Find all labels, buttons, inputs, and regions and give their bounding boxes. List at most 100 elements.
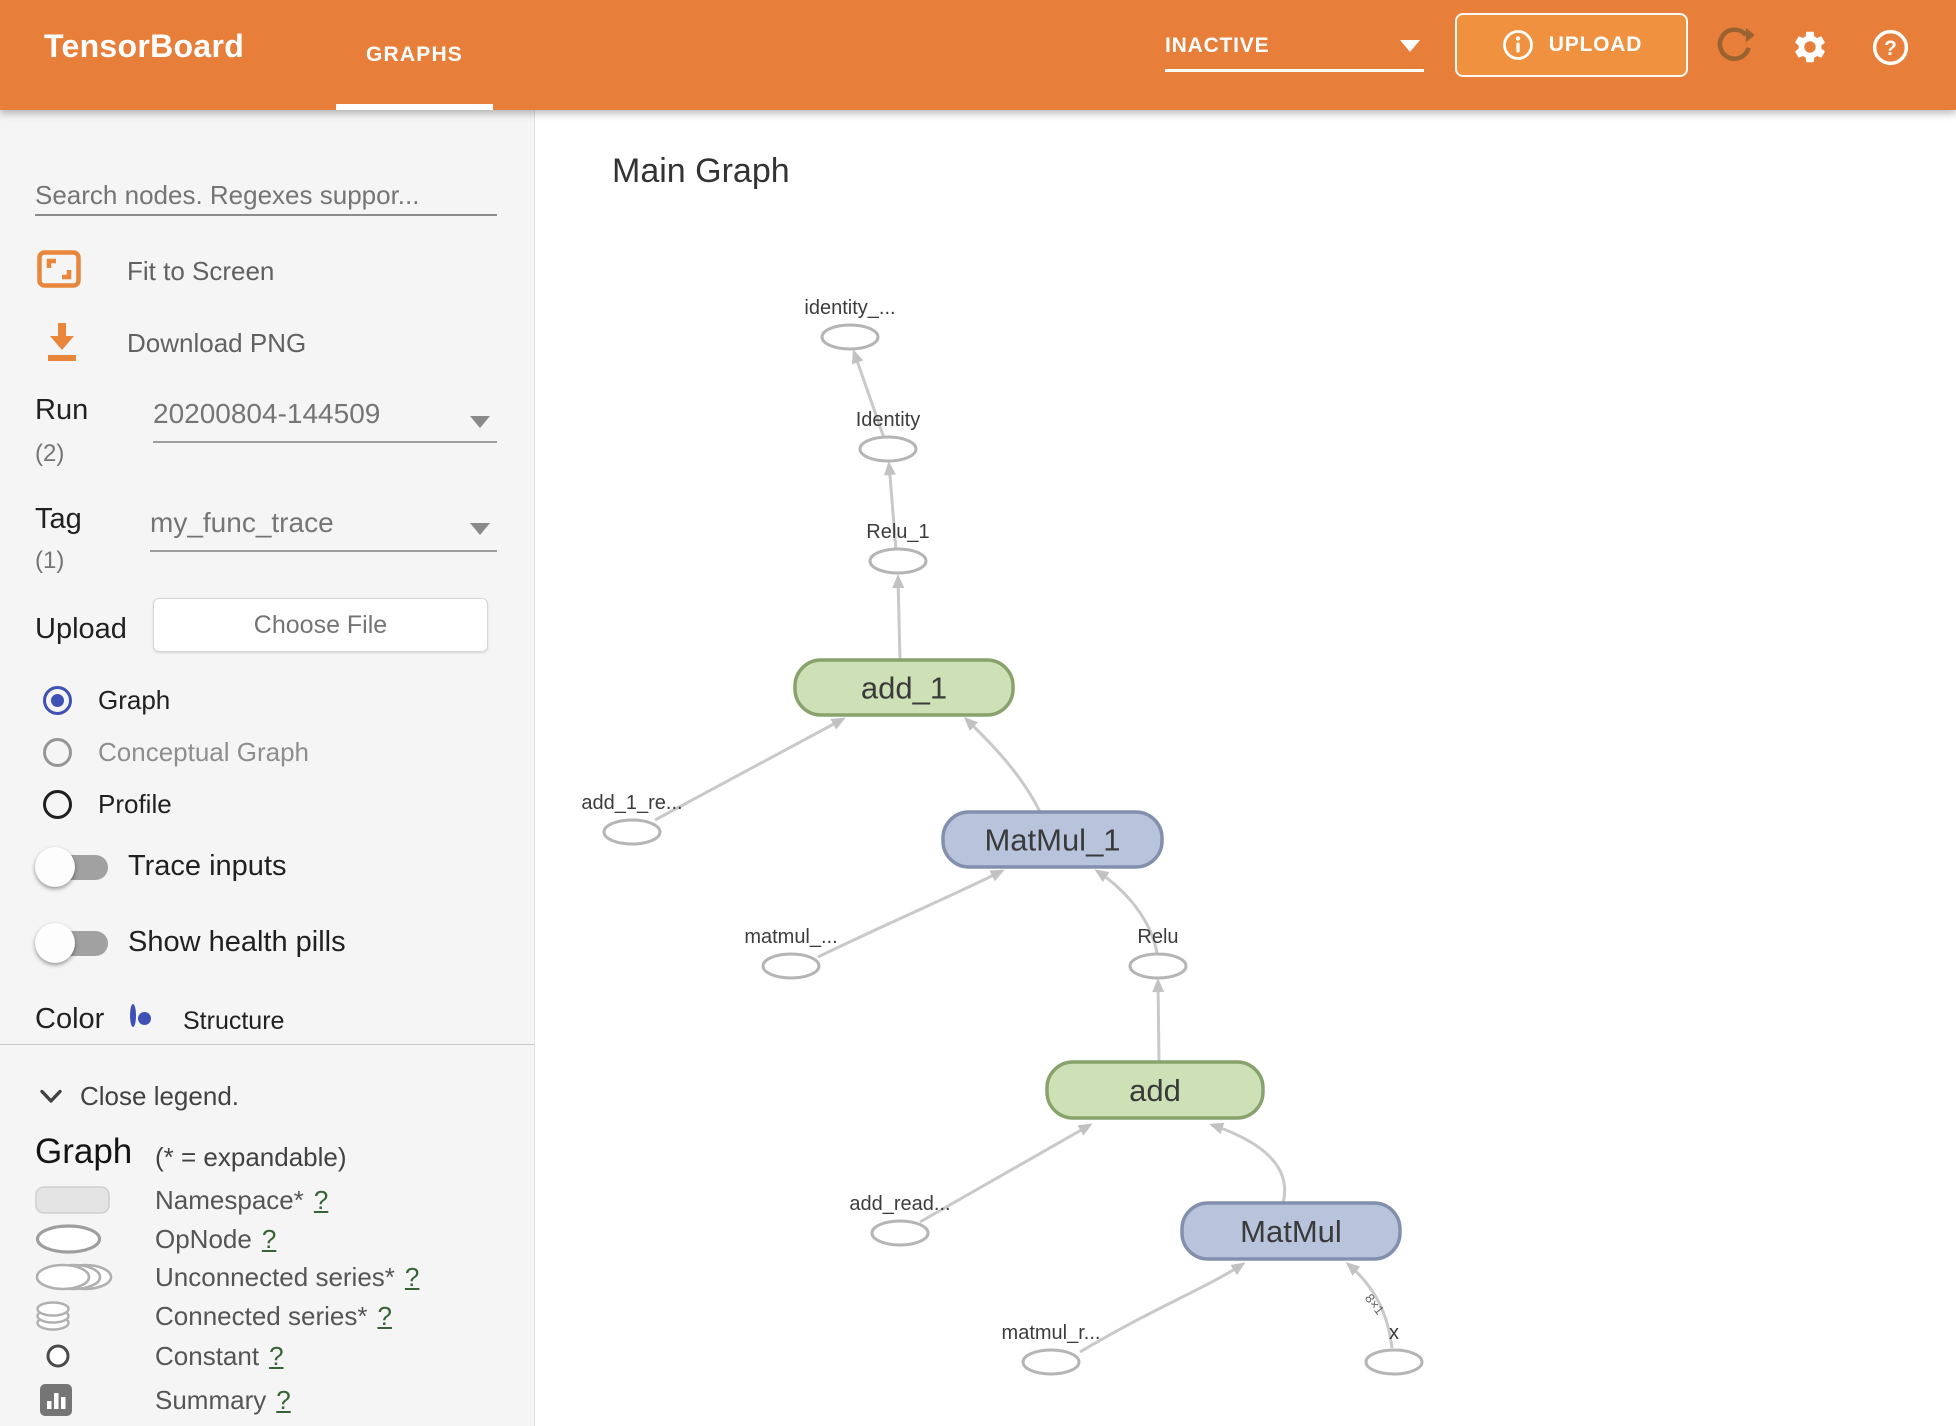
download-icon[interactable]: [46, 321, 78, 363]
tab-graphs[interactable]: GRAPHS: [365, 43, 464, 66]
radio-conceptual-graph[interactable]: Conceptual Graph: [43, 732, 309, 772]
refresh-icon[interactable]: [1714, 26, 1754, 66]
trace-inputs-toggle-knob[interactable]: [35, 847, 75, 887]
graph-edge-3: [654, 717, 846, 822]
graph-opnode-Identity[interactable]: Identity: [856, 409, 920, 463]
upload-button-label: UPLOAD: [1548, 33, 1643, 56]
tag-select[interactable]: my_func_trace: [150, 507, 334, 538]
graph-edge-8: [919, 1123, 1093, 1224]
legend-item-unconnected-series: Unconnected series* ?: [35, 1257, 419, 1297]
help-icon[interactable]: ?: [1872, 29, 1909, 66]
graph-groupnode-add_1[interactable]: add_1: [793, 658, 1015, 717]
opnode-icon: [35, 1224, 102, 1254]
health-pills-label: Show health pills: [128, 926, 346, 958]
info-icon: [1502, 30, 1533, 60]
fit-to-screen-icon[interactable]: [37, 250, 81, 288]
status-dropdown[interactable]: INACTIVE: [1165, 22, 1424, 72]
upload-label: Upload: [35, 613, 127, 645]
graph-opnode-x[interactable]: x: [1364, 1322, 1424, 1376]
radio-structure-label: Structure: [183, 1007, 285, 1035]
graph-opnode-Relu[interactable]: Relu: [1128, 926, 1188, 980]
graph-groupnode-MatMul_1[interactable]: MatMul_1: [941, 810, 1164, 869]
graph-opnode-add_read[interactable]: add_read...: [849, 1193, 951, 1247]
graph-edge-9: [1209, 1122, 1287, 1204]
tab-active-underline: [336, 104, 493, 110]
help-link[interactable]: ?: [276, 1384, 291, 1415]
radio-structure-circle[interactable]: [130, 1004, 136, 1027]
tag-label: Tag: [35, 503, 82, 535]
search-input[interactable]: Search nodes. Regexes suppor...: [35, 180, 420, 210]
legend-item-namespace: Namespace* ?: [35, 1180, 328, 1220]
upload-button[interactable]: UPLOAD: [1455, 13, 1688, 77]
run-select-caret-icon[interactable]: [470, 416, 490, 428]
svg-text:add: add: [1129, 1073, 1181, 1108]
close-legend-label: Close legend.: [80, 1080, 239, 1111]
svg-text:matmul_r...: matmul_r...: [1002, 1322, 1101, 1344]
graph-edge-5: [817, 869, 1005, 959]
header-bar: TensorBoard GRAPHS INACTIVE UPLOAD ?: [0, 0, 1956, 110]
chevron-down-icon: [40, 1089, 62, 1103]
graph-edge-10: [1079, 1262, 1246, 1354]
help-link[interactable]: ?: [269, 1340, 284, 1371]
fit-to-screen-button[interactable]: Fit to Screen: [127, 256, 275, 286]
download-png-button[interactable]: Download PNG: [127, 328, 307, 358]
radio-graph-label: Graph: [98, 684, 171, 715]
connected-series-icon: [36, 1301, 70, 1331]
graph-opnode-Relu_1[interactable]: Relu_1: [866, 521, 930, 575]
radio-graph-circle: [43, 685, 72, 715]
radio-graph[interactable]: Graph: [43, 680, 170, 720]
status-dropdown-value: INACTIVE: [1165, 33, 1270, 57]
summary-icon: [40, 1384, 72, 1416]
legend-item-opnode: OpNode ?: [35, 1219, 276, 1259]
app-logo: TensorBoard: [44, 28, 245, 64]
graph-opnode-matmul_read_1[interactable]: matmul_...: [744, 926, 838, 980]
svg-text:MatMul: MatMul: [1240, 1214, 1342, 1249]
close-legend-button[interactable]: Close legend.: [40, 1076, 239, 1116]
tag-count: (1): [35, 547, 65, 574]
help-link[interactable]: ?: [261, 1223, 277, 1254]
svg-text:add_read...: add_read...: [849, 1193, 950, 1215]
svg-text:add_1: add_1: [861, 671, 947, 706]
svg-text:matmul_...: matmul_...: [744, 926, 837, 948]
tag-select-caret-icon[interactable]: [470, 523, 490, 535]
color-label: Color: [35, 1003, 105, 1035]
trace-inputs-label: Trace inputs: [128, 850, 287, 882]
gear-icon[interactable]: [1791, 28, 1829, 66]
svg-text:?: ?: [1884, 37, 1897, 60]
help-link[interactable]: ?: [404, 1261, 420, 1292]
choose-file-button-label: Choose File: [253, 610, 388, 639]
run-select-underline: [153, 441, 497, 443]
graph-edge-4: [963, 716, 1042, 813]
graph-canvas[interactable]: 8×1 identity_...IdentityRelu_1add_1_re..…: [534, 110, 1956, 1426]
choose-file-button[interactable]: Choose File: [153, 598, 488, 652]
graph-groupnode-MatMul[interactable]: MatMul: [1180, 1201, 1402, 1261]
health-pills-toggle-knob[interactable]: [35, 923, 75, 963]
graph-groupnode-add[interactable]: add: [1045, 1060, 1265, 1120]
graph-edge-6: [1094, 869, 1159, 954]
legend-item-constant: Constant ?: [35, 1336, 284, 1376]
run-select[interactable]: 20200804-144509: [153, 398, 381, 429]
search-underline: [35, 214, 497, 216]
legend-subtitle: (* = expandable): [155, 1142, 347, 1172]
help-link[interactable]: ?: [313, 1184, 329, 1215]
graph-edge-11: [1345, 1262, 1394, 1349]
legend-item-summary: Summary ?: [35, 1380, 291, 1420]
radio-conceptual-circle: [43, 737, 72, 767]
svg-text:Relu: Relu: [1137, 926, 1178, 948]
svg-text:identity_...: identity_...: [804, 297, 895, 319]
radio-profile-label: Profile: [98, 788, 172, 819]
graph-edge-0: [851, 349, 886, 439]
svg-text:MatMul_1: MatMul_1: [984, 823, 1120, 858]
graph-opnode-matmul_read[interactable]: matmul_r...: [1002, 1322, 1101, 1376]
radio-profile[interactable]: Profile: [43, 784, 172, 824]
graph-opnode-add_1_read[interactable]: add_1_re...: [581, 792, 683, 846]
svg-text:Relu_1: Relu_1: [866, 521, 929, 543]
help-link[interactable]: ?: [377, 1300, 392, 1331]
namespace-icon: [35, 1186, 110, 1214]
graph-edge-1: [883, 461, 898, 551]
graph-opnode-identity_out[interactable]: identity_...: [804, 297, 896, 351]
main-graph-title: Main Graph: [612, 152, 790, 190]
legend-divider: [0, 1044, 534, 1045]
